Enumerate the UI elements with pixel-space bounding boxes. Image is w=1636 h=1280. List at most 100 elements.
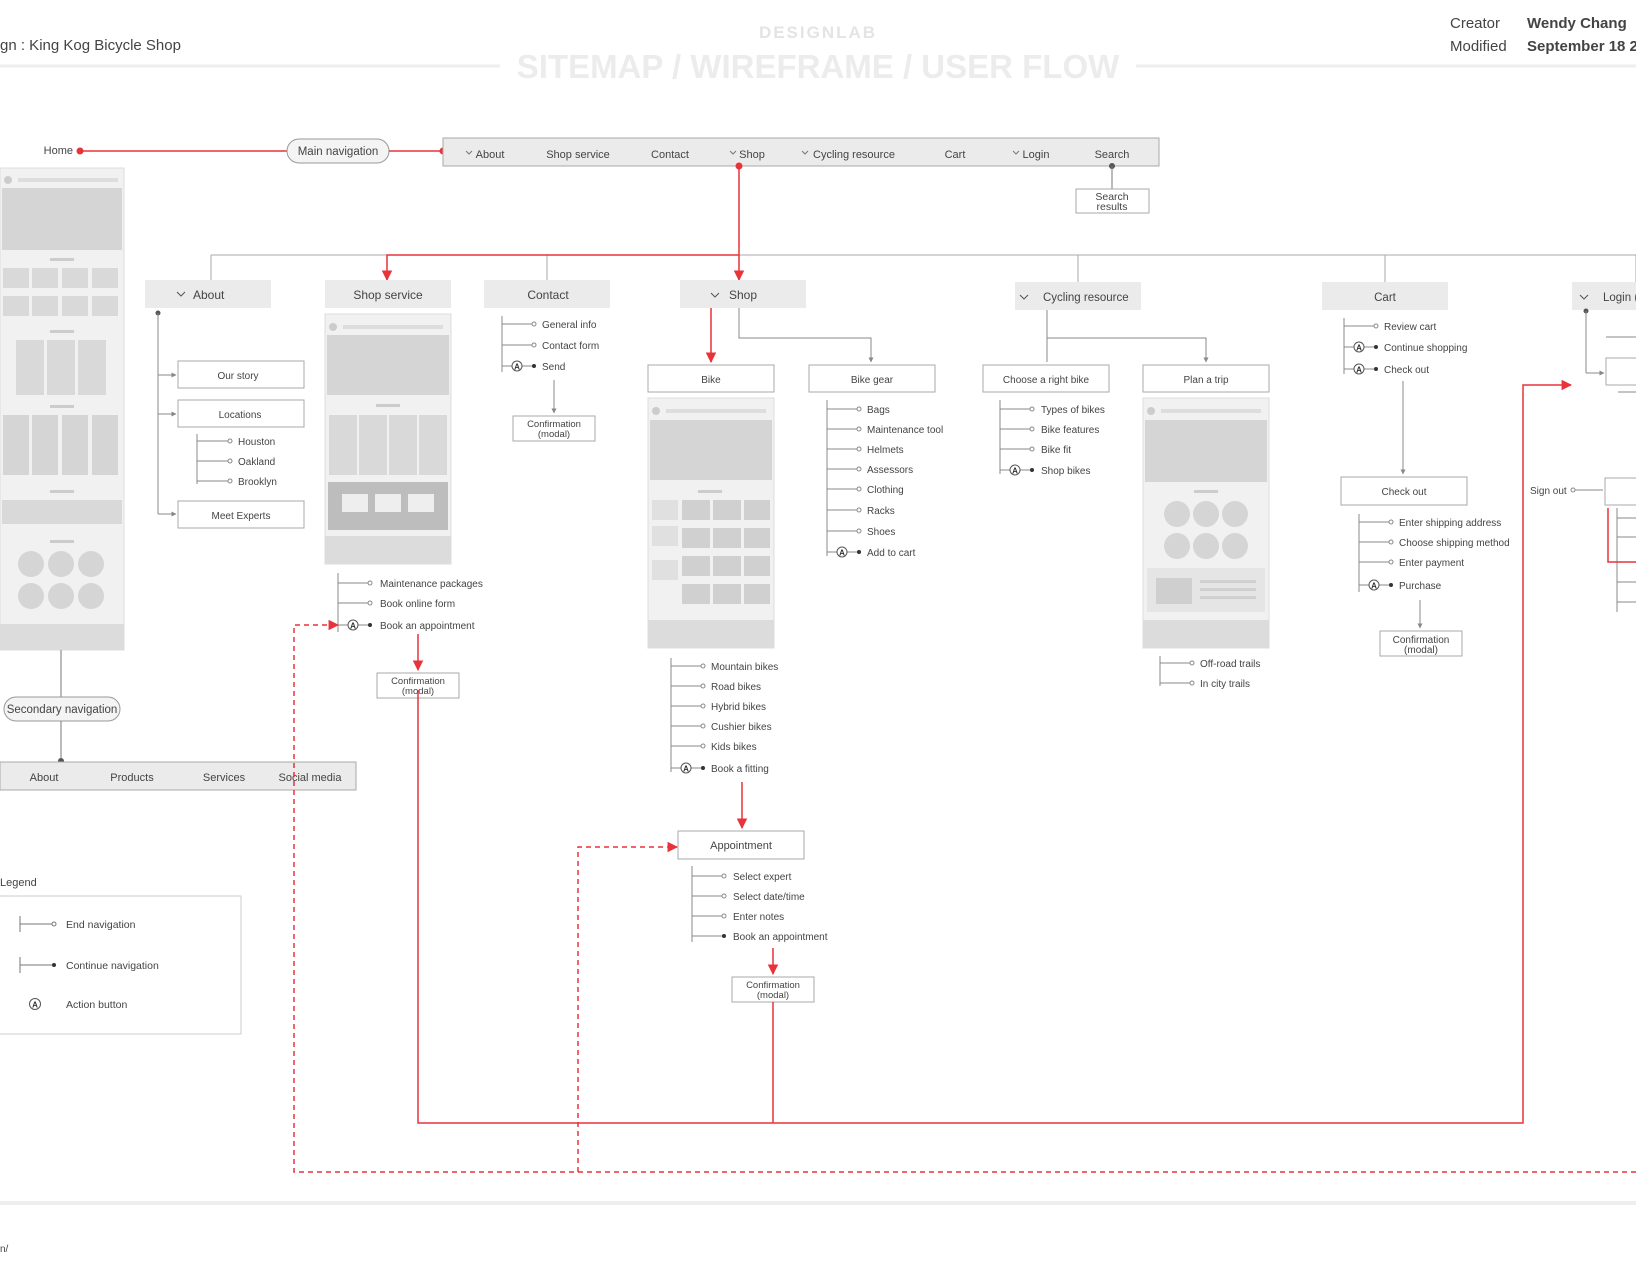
main-nav-item[interactable]: Cart: [945, 149, 966, 161]
legend-item: Continue navigation: [66, 960, 159, 972]
main-nav-bar: [442, 137, 1160, 167]
appointment-item: Book an appointment: [733, 932, 828, 943]
location-item: Houston: [238, 437, 275, 448]
sign-out-label: Sign out: [1530, 486, 1567, 497]
chevron-down-icon: [465, 150, 1020, 155]
cart-item: Review cart: [1384, 322, 1436, 333]
about-locations: Locations: [219, 410, 262, 421]
secondary-navigation-label: Secondary navigation: [7, 704, 118, 716]
shop-service-title: Shop service: [353, 288, 423, 302]
cycling-plan-item: Off-road trails: [1200, 659, 1260, 670]
confirmation-modal-label: Confirmation: [391, 676, 445, 687]
cycling-choose-item: Bike fit: [1041, 445, 1071, 456]
cycling-resource-title: Cycling resource: [1043, 292, 1129, 304]
brand-label: DESIGNLAB: [759, 23, 877, 42]
confirmation-modal-label: Confirmation: [746, 980, 800, 991]
confirmation-modal-label: (modal): [757, 990, 789, 1001]
action-button-icon: A: [839, 549, 845, 558]
page-title: SITEMAP / WIREFRAME / USER FLOW: [517, 48, 1120, 85]
search-results-label: Search: [1095, 191, 1128, 203]
cycling-choose-item: Shop bikes: [1041, 466, 1090, 477]
main-nav-item[interactable]: Login: [1023, 149, 1050, 161]
gear-item: Shoes: [867, 527, 895, 538]
gear-item: Bags: [867, 405, 890, 416]
legend-item: Action button: [66, 999, 127, 1011]
gear-item: Assessors: [867, 465, 913, 476]
modified-label: Modified: [1450, 38, 1507, 55]
action-button-icon: A: [32, 1001, 38, 1010]
action-button-icon: A: [350, 622, 356, 631]
checkout-item: Enter shipping address: [1399, 518, 1501, 529]
action-button-icon: A: [514, 363, 520, 372]
modified-value: September 18 2: [1527, 38, 1636, 55]
cycling-plan-trip: Plan a trip: [1183, 375, 1228, 386]
login-section: Login ( Sign out: [1530, 282, 1636, 612]
contact-item: General info: [542, 320, 597, 331]
secondary-navigation: Secondary navigation About Products Serv…: [0, 650, 357, 791]
top-nav-row: Home Main navigation About Shop service …: [44, 137, 1160, 214]
cart-title: Cart: [1374, 292, 1397, 304]
cycling-choose-bike: Choose a right bike: [1003, 375, 1090, 386]
project-title: gn : King Kog Bicycle Shop: [0, 37, 181, 54]
appointment-item: Select date/time: [733, 892, 805, 903]
main-nav-item[interactable]: Cycling resource: [813, 149, 895, 161]
legend: Legend End navigation Continue navigatio…: [0, 877, 242, 1035]
action-button-icon: A: [1356, 344, 1362, 353]
search-results-box: [1075, 188, 1150, 214]
main-nav-item[interactable]: Search: [1095, 149, 1130, 161]
main-navigation-label: Main navigation: [298, 146, 379, 158]
shop-service-section: Shop service A Maintenance packages Book…: [324, 280, 483, 699]
footer-url: n/: [0, 1244, 9, 1255]
main-nav-item[interactable]: Shop: [739, 149, 765, 161]
gear-item: Add to cart: [867, 548, 916, 559]
about-meet-experts: Meet Experts: [212, 511, 271, 522]
confirmation-modal-label: Confirmation: [1393, 635, 1450, 646]
main-nav-item[interactable]: Contact: [651, 149, 689, 161]
cycling-choose-item: Types of bikes: [1041, 405, 1105, 416]
appointment-item: Enter notes: [733, 912, 784, 923]
confirmation-modal-label: (modal): [538, 429, 570, 440]
cart-section: Cart A A Review cart Continue shopping C…: [1322, 282, 1510, 657]
contact-item: Send: [542, 362, 565, 373]
home-wireframe: [0, 167, 125, 651]
cart-checkout-box: Check out: [1381, 487, 1426, 498]
secondary-nav-item[interactable]: Services: [203, 772, 246, 784]
location-item: Brooklyn: [238, 477, 277, 488]
contact-title: Contact: [527, 288, 569, 302]
action-button-icon: A: [1012, 467, 1018, 476]
cart-item: Check out: [1384, 365, 1429, 376]
legend-item: End navigation: [66, 919, 136, 931]
search-results-label: results: [1097, 201, 1128, 213]
cycling-plan-item: In city trails: [1200, 679, 1250, 690]
gear-item: Maintenance tool: [867, 425, 943, 436]
appointment-item: Select expert: [733, 872, 792, 883]
legend-title: Legend: [0, 877, 37, 889]
shop-service-item: Book an appointment: [380, 621, 475, 632]
creator-label: Creator: [1450, 15, 1500, 32]
bike-item: Road bikes: [711, 682, 761, 693]
about-title: About: [193, 288, 225, 302]
login-title: Login (: [1603, 292, 1636, 304]
bike-item: Mountain bikes: [711, 662, 778, 673]
main-nav-item[interactable]: Shop service: [546, 149, 610, 161]
main-nav-item[interactable]: About: [476, 149, 505, 161]
bike-item: Kids bikes: [711, 742, 757, 753]
secondary-nav-item[interactable]: Products: [110, 772, 154, 784]
home-label: Home: [44, 145, 73, 157]
checkout-item: Enter payment: [1399, 558, 1464, 569]
about-our-story: Our story: [217, 371, 258, 382]
creator-value: Wendy Chang: [1527, 15, 1627, 32]
checkout-item: Purchase: [1399, 581, 1442, 592]
secondary-nav-item[interactable]: About: [30, 772, 59, 784]
shop-bike-gear: Bike gear: [851, 375, 894, 386]
secondary-nav-item[interactable]: Social media: [279, 772, 343, 784]
bike-item: Cushier bikes: [711, 722, 772, 733]
user-flow-lines: [293, 379, 1636, 1173]
cycling-choose-item: Bike features: [1041, 425, 1099, 436]
location-item: Oakland: [238, 457, 275, 468]
about-section: About Our story Locations Houston Oaklan…: [145, 280, 305, 529]
confirmation-modal-label: (modal): [1404, 645, 1438, 656]
checkout-item: Choose shipping method: [1399, 538, 1510, 549]
contact-section: Contact A General info Contact form Send…: [484, 280, 610, 442]
